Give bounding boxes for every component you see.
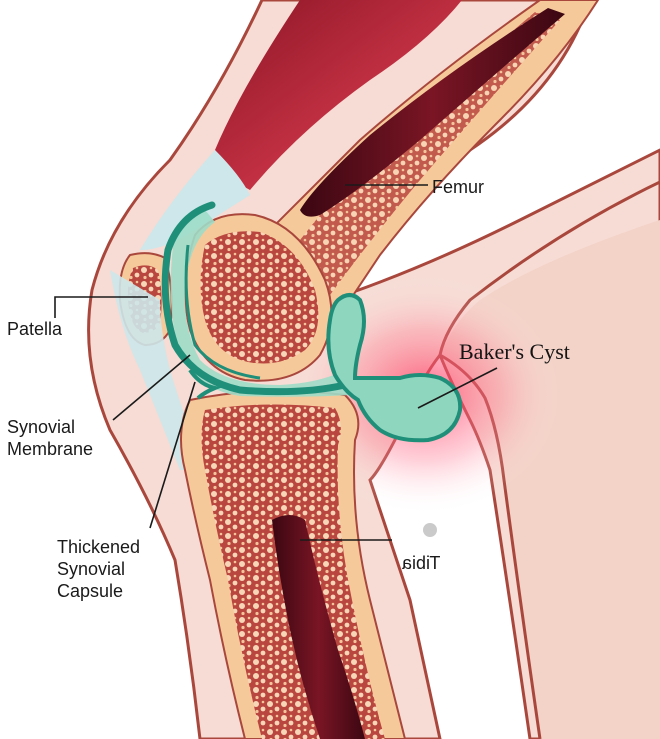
synovial-membrane-label: Synovial Membrane [7,417,94,459]
femur-medulla [300,8,565,217]
synovial-fluid [170,210,350,397]
femur-label: Femur [432,177,485,197]
synovial-membrane-line [161,201,349,396]
tibia-label: Tibia [402,553,441,573]
tibia-medulla [272,515,365,739]
capsule-leader [149,381,196,529]
synovial-membrane-inner [184,244,261,380]
membrane-leader [112,354,191,421]
bakers-cyst-label: Baker's Cyst [459,339,570,364]
patella-leader [54,296,148,318]
patella-label: Patella [7,319,63,339]
capsule-fold [188,368,222,400]
femur-spongy [300,12,560,295]
quadriceps-tendon [140,150,250,250]
cyst-leader [417,367,498,409]
tibia-label-wrap: Tibia [402,530,440,574]
tibia-marker [423,523,437,537]
thickened-capsule-label: Thickened Synovial Capsule [57,537,141,601]
quadriceps-muscle [215,0,462,190]
patellar-ligament [110,270,205,470]
condyle-spongy [200,231,319,364]
